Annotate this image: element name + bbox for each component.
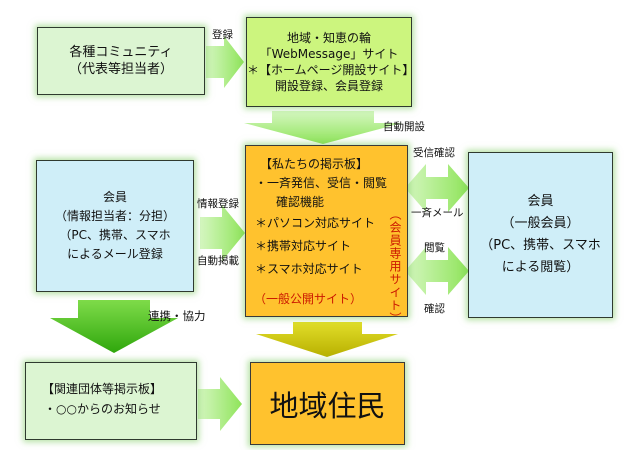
member-right-line2: （一般会員） [501,216,580,231]
related-line1: 【関連団体等掲示板】 [42,382,163,396]
member-left-box: 会員 （情報担当者：分担） （PC、携帯、スマホ によるメール登録 [36,160,194,292]
label-confirm: 確認 [424,303,445,315]
related-box: 【関連団体等掲示板】 ・○○からのお知らせ [25,362,197,440]
member-right-line3: （PC、携帯、スマホ [480,238,601,253]
label-recv-confirm: 受信確認 [413,147,455,159]
residents-label: 地域住民 [269,388,386,423]
board-item4: ＊スマホ対応サイト [255,262,363,276]
board-title: 【私たちの掲示板】 [260,157,369,171]
board-item2: ＊パソコン対応サイト [255,216,376,230]
label-broadcast-mail: 一斉メール [411,207,464,219]
board-item1: ・一斉発信、受信・閲覧 [255,176,388,190]
member-right-line1: 会員 [527,194,554,209]
chie-webmessage-box: 地域・知恵の輪 「WebMessage」サイト ＊【ホームページ開設サイト】 開… [246,17,415,107]
board-item3: ＊携帯対応サイト [255,239,352,253]
board-public-label: （一般公開サイト） [254,292,363,306]
label-view: 閲覧 [424,242,445,254]
board-box: 【私たちの掲示板】 ・一斉発信、受信・閲覧 確認機能 ＊パソコン対応サイト ＊携… [245,145,408,317]
label-cooperation: 連携・協力 [148,309,206,323]
arrow-to-residents [256,322,398,357]
communities-line1: 各種コミュニティ [69,45,173,60]
communities-box: 各種コミュニティ （代表等担当者） [37,27,205,95]
member-left-line1: 会員 [102,190,127,204]
member-left-line2: （情報担当者：分担） [54,209,175,223]
label-auto-open: 自動開設 [383,121,425,133]
member-right-line4: による閲覧） [501,260,580,275]
chie-line1: 地域・知恵の輪 [286,31,371,45]
arrow-view-confirm [405,247,469,295]
member-left-line3: （PC、携帯、スマホ [59,228,171,242]
arrow-cooperation [50,300,178,353]
arrow-register [206,36,244,88]
chie-line3: ＊【ホームページ開設サイト】 [247,63,415,77]
board-item1b: 確認機能 [276,195,325,209]
label-register: 登録 [212,29,233,41]
label-info-register: 情報登録 [197,198,239,210]
chie-line4: 開設登録、会員登録 [274,79,383,93]
member-right-box: 会員 （一般会員） （PC、携帯、スマホ による閲覧） [468,152,613,318]
arrow-related-to-residents [198,377,242,431]
arrow-info-register [200,205,245,261]
chie-line2: 「WebMessage」サイト [259,47,399,61]
residents-box: 地域住民 [250,362,405,445]
board-member-only-label: （会員専用サイト） [388,208,402,325]
communities-line2: （代表等担当者） [68,62,173,77]
member-left-line4: によるメール登録 [67,247,163,261]
arrow-auto-open [244,111,402,144]
label-auto-post: 自動掲載 [197,255,239,267]
arrow-recv-confirm [405,164,469,212]
related-line2: ・○○からのお知らせ [44,402,161,416]
